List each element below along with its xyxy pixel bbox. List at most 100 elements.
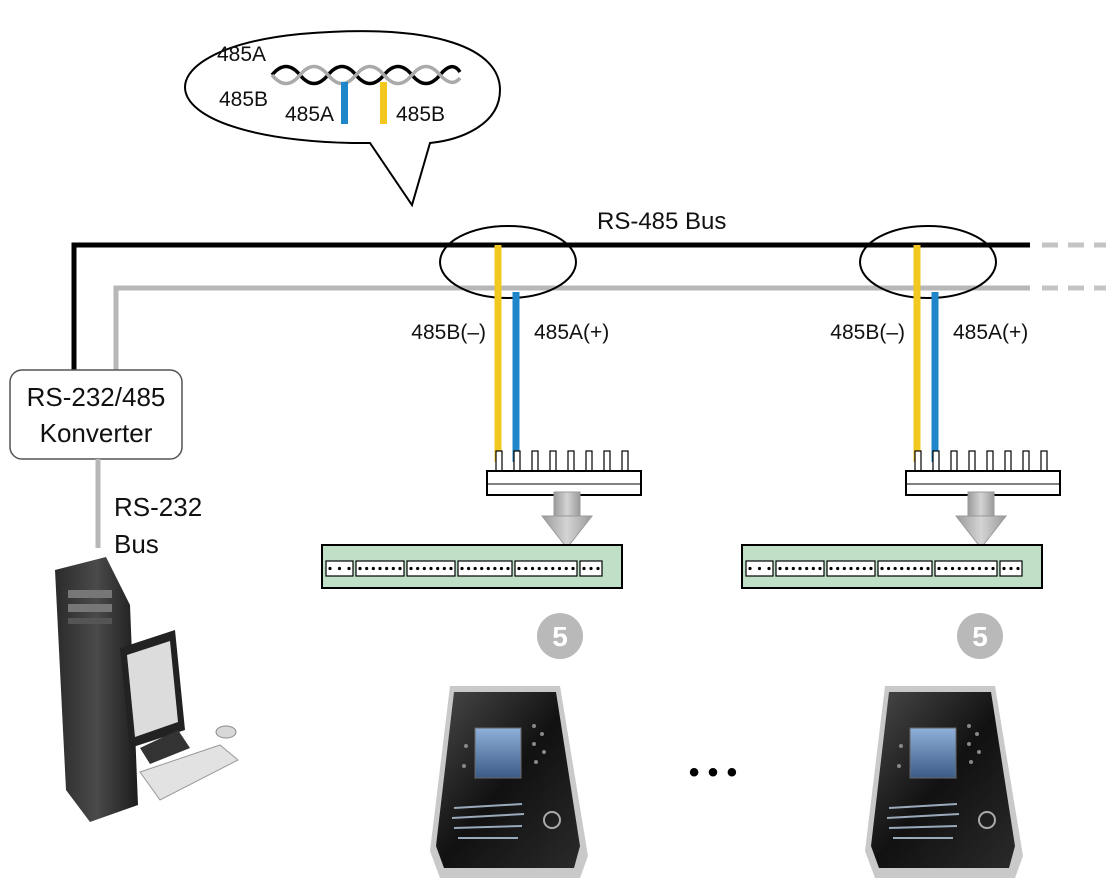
terminal-screw <box>409 566 413 571</box>
pc-drive-bay-3 <box>68 618 112 624</box>
terminal-screw <box>378 566 382 571</box>
terminal-screw <box>991 566 995 571</box>
callout-label-wire-b: 485B <box>396 103 445 126</box>
terminal-screw <box>778 566 782 571</box>
converter-box: RS-232/485 Konverter <box>9 369 183 460</box>
connector-pin <box>1004 450 1012 472</box>
terminal-screw <box>971 566 975 571</box>
node-1-connection-highlight <box>439 225 577 299</box>
terminal-screw <box>493 566 497 571</box>
connector-pin <box>567 450 575 472</box>
terminal-screw <box>937 566 941 571</box>
node-2-insert-arrow <box>954 491 1008 549</box>
pc-keyboard <box>139 744 239 801</box>
rs232-bus-label-line2: Bus <box>114 529 159 559</box>
callout-wire-485a-swatch <box>341 82 348 124</box>
terminal-screw <box>1009 566 1013 571</box>
terminal-screw <box>984 566 988 571</box>
terminal-screw <box>791 566 795 571</box>
terminal-screw <box>466 566 471 571</box>
terminal-screw <box>557 566 562 571</box>
terminal-screw <box>544 566 548 571</box>
terminal-screw <box>906 566 910 571</box>
node-2-label-485b: 485B(–) <box>830 321 905 344</box>
terminal-screw <box>893 566 897 571</box>
terminal-screw <box>926 566 930 571</box>
converter-label-line1: RS-232/485 <box>27 382 166 412</box>
terminal-screw <box>365 566 369 571</box>
node-2-connector-plug <box>905 450 1061 496</box>
terminal-screw <box>785 566 789 571</box>
connector-pin <box>914 450 922 472</box>
terminal-screw <box>416 566 420 571</box>
terminal-block <box>877 560 933 577</box>
terminal-screw <box>1002 566 1006 571</box>
terminal-screw <box>964 566 968 571</box>
terminal-screw <box>530 566 535 571</box>
terminal-screw <box>460 566 464 571</box>
connector-pin <box>603 450 611 472</box>
terminal-screw <box>436 566 440 571</box>
terminal-screw <box>757 566 762 571</box>
node-1-step-badge: 5 <box>537 613 583 659</box>
node-2-terminal-board <box>741 544 1043 589</box>
terminal-screw <box>337 566 342 571</box>
callout-wire-485b-swatch <box>380 82 387 124</box>
terminal-block <box>457 560 513 577</box>
terminal-screw <box>571 566 575 571</box>
node-2-connection-highlight <box>859 225 997 299</box>
terminal-screw <box>473 566 477 571</box>
terminal-screw <box>900 566 904 571</box>
connector-pin <box>495 450 503 472</box>
terminal-screw <box>347 566 351 571</box>
connector-pin <box>986 450 994 472</box>
callout-label-twist-b: 485B <box>219 88 268 111</box>
node-1-step-number: 5 <box>552 621 568 652</box>
terminal-screw <box>842 566 846 571</box>
callout-label-twist-a: 485A <box>217 43 266 66</box>
rs485-bus: RS-485 Bus <box>71 208 1106 375</box>
terminal-screw <box>480 566 484 571</box>
connector-pin <box>950 450 958 472</box>
terminal-screw <box>811 566 815 571</box>
terminal-screw <box>913 566 917 571</box>
terminal-screw <box>818 566 822 571</box>
node-2-face-terminal <box>865 686 1023 878</box>
terminal-screw <box>856 566 860 571</box>
terminal-screw <box>596 566 600 571</box>
terminal-screw <box>1016 566 1020 571</box>
terminal-screw <box>506 566 510 571</box>
terminal-screw <box>449 566 453 571</box>
more-devices-ellipsis: • • • <box>689 756 737 789</box>
twisted-pair-icon <box>270 64 462 86</box>
terminal-screw <box>829 566 833 571</box>
terminal-screw <box>582 566 586 571</box>
connector-pin <box>1022 450 1030 472</box>
node-2-step-number: 5 <box>972 621 988 652</box>
connector-pin <box>531 450 539 472</box>
node-2: 485B(–) 485A(+) 5 <box>741 225 1061 878</box>
terminal-screw <box>886 566 891 571</box>
terminal-screw <box>977 566 982 571</box>
rs232-bus-label-line1: RS-232 <box>114 492 202 522</box>
terminal-screw <box>950 566 955 571</box>
node-1-connector-plug <box>486 450 642 496</box>
node-1-label-485b: 485B(–) <box>411 321 486 344</box>
pc-drive-bay-2 <box>68 604 112 612</box>
bus-line-485a <box>113 285 1030 375</box>
terminal-screw <box>422 566 426 571</box>
node-1: 485B(–) 485A(+) 5 <box>321 225 642 878</box>
terminal-screw <box>328 566 332 571</box>
terminal-screw <box>836 566 840 571</box>
pc-drive-bay-1 <box>68 590 112 598</box>
terminal-screw <box>957 566 961 571</box>
node-1-insert-arrow <box>540 491 594 549</box>
node-2-step-badge: 5 <box>957 613 1003 659</box>
connector-pin <box>621 450 629 472</box>
connector-pin <box>585 450 593 472</box>
connector-pin <box>549 450 557 472</box>
converter-label-line2: Konverter <box>40 418 153 448</box>
connector-pin <box>968 450 976 472</box>
terminal-screw <box>849 566 853 571</box>
pc-monitor-stand <box>140 730 190 764</box>
